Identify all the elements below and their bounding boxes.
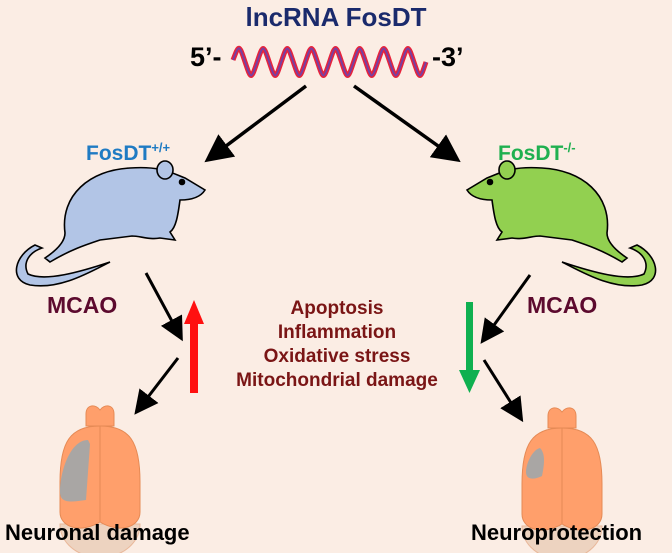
arrow-ko-mcao <box>480 274 532 344</box>
arrow-to-wildtype <box>204 84 308 163</box>
brain-damaged-icon <box>59 405 141 553</box>
arrow-ko-to-brain <box>482 359 524 423</box>
effect-item: Inflammation <box>277 322 397 343</box>
effect-item: Oxidative stress <box>263 346 411 367</box>
arrow-wt-to-brain <box>134 357 180 415</box>
knockout-genotype: -/- <box>563 140 576 155</box>
effect-item: Mitochondrial damage <box>236 370 438 391</box>
outcome-neuroprotection: Neuroprotection <box>471 520 643 545</box>
effect-item: Apoptosis <box>290 298 384 319</box>
wildtype-name: FosDT <box>86 142 152 165</box>
wildtype-genotype: +/+ <box>151 140 171 155</box>
increase-arrow-icon <box>184 300 204 393</box>
decrease-arrow-icon <box>459 302 480 393</box>
five-prime-label: 5’- <box>190 42 222 72</box>
brain-protected-icon <box>521 407 603 553</box>
wildtype-label: FosDT+/+ <box>86 140 170 166</box>
mcao-label-left: MCAO <box>47 292 118 318</box>
rna-strand-icon <box>230 45 429 78</box>
three-prime-label: -3’ <box>432 42 464 72</box>
outcome-neuronal-damage: Neuronal damage <box>5 520 190 545</box>
arrow-to-knockout <box>352 84 461 163</box>
arrow-wt-mcao <box>144 272 183 342</box>
knockout-rat-icon <box>465 160 657 287</box>
knockout-label: FosDT-/- <box>498 140 576 166</box>
wildtype-rat-icon <box>15 160 207 287</box>
diagram-title: lncRNA FosDT <box>245 2 427 32</box>
rna-wave-inner <box>232 47 427 77</box>
effects-list: Apoptosis Inflammation Oxidative stress … <box>212 297 462 393</box>
knockout-name: FosDT <box>498 142 564 165</box>
mcao-label-right: MCAO <box>527 292 598 318</box>
